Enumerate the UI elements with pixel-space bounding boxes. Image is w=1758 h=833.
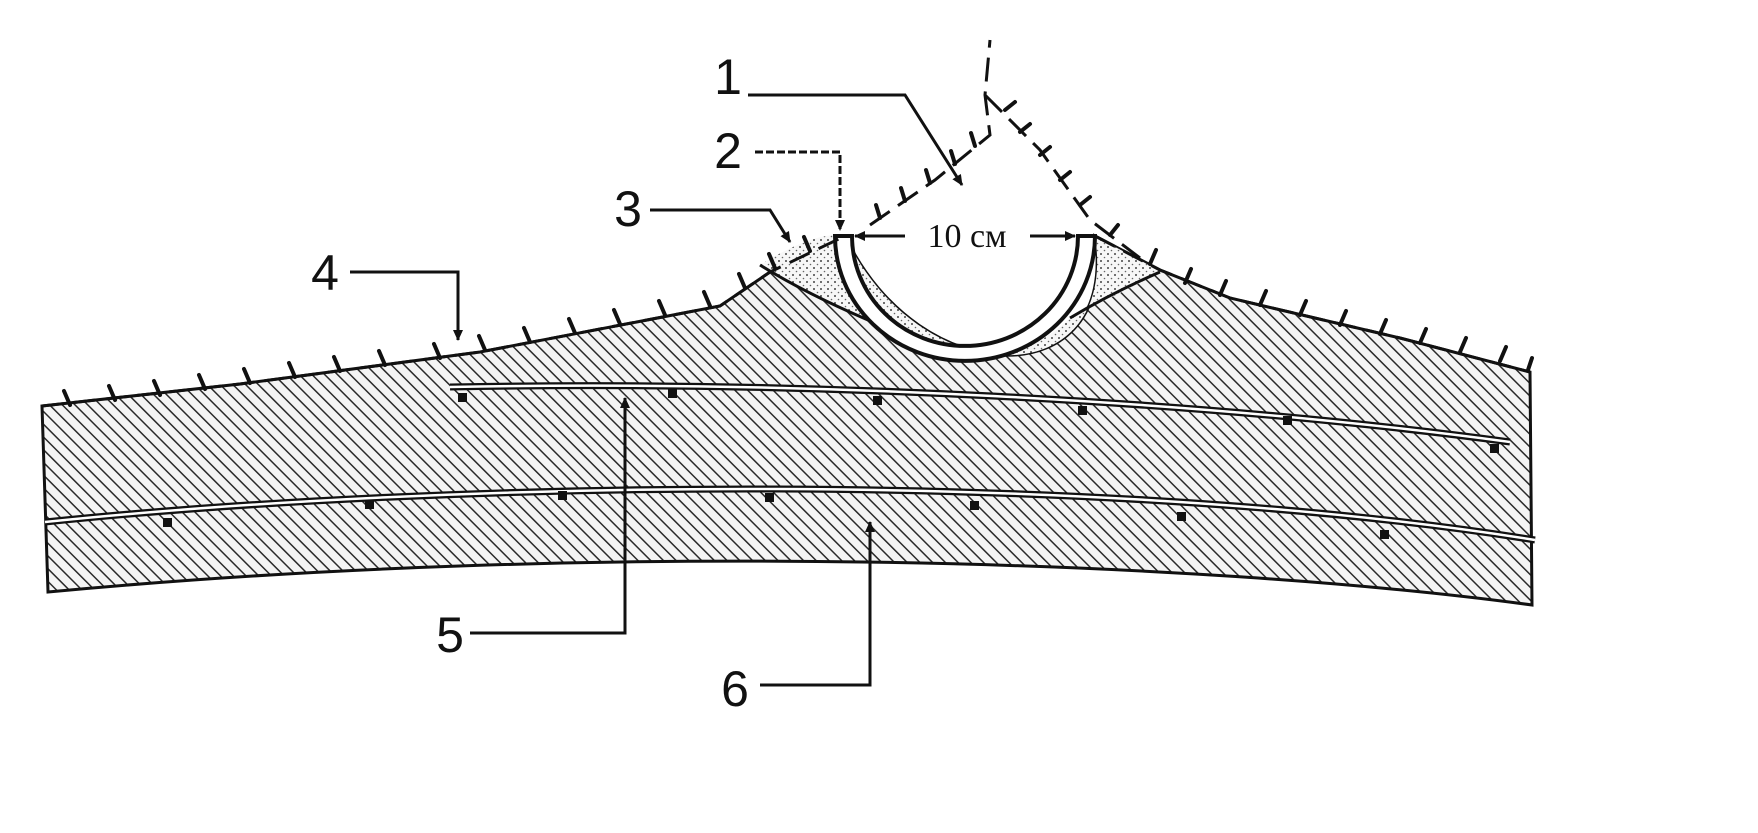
leader-5 [470, 397, 630, 635]
cone-ticks [874, 100, 1120, 237]
surface-line [41, 234, 1531, 408]
leader-2 [755, 150, 845, 231]
leader-1 [748, 93, 964, 186]
leader-6 [760, 521, 875, 687]
callout-label-2: 2 [714, 123, 742, 179]
surface-ticks [62, 235, 1534, 407]
callout-label-4: 4 [311, 245, 339, 301]
lower-embedded-layer-core [44, 487, 1536, 542]
upper-embedded-layer-core [449, 384, 1511, 444]
sand-fill [760, 235, 1160, 358]
leader-3 [650, 208, 792, 243]
sand-fill-boundary [759, 263, 1161, 322]
callout-label-5: 5 [436, 607, 464, 663]
leader-4 [350, 270, 463, 341]
callout-label-1: 1 [714, 49, 742, 105]
callout-label-6: 6 [721, 661, 749, 717]
callout-leaders [350, 93, 964, 687]
width-dimension-label: 10 см [927, 218, 1006, 255]
upper-cone-outline [869, 39, 1141, 260]
layer-nodules [163, 389, 1499, 539]
callout-label-3: 3 [614, 181, 642, 237]
